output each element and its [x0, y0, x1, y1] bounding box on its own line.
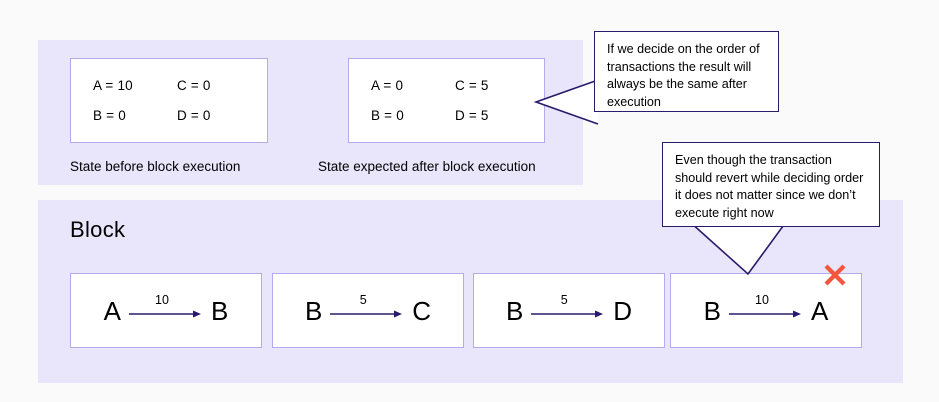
callout-revert: Even though the transaction should rever… [662, 142, 880, 227]
transaction-amount: 5 [560, 292, 568, 307]
right-arrow-icon [729, 310, 801, 317]
state-before-d: D = 0 [177, 107, 211, 123]
transaction-receiver: D [613, 295, 633, 326]
state-after-caption: State expected after block execution [318, 159, 536, 174]
transaction-content: B 10 A [671, 293, 861, 326]
transaction-arrow-group: 10 [727, 293, 805, 324]
transaction-sender: B [505, 295, 524, 326]
transaction-box: B 5 D [473, 273, 665, 348]
transaction-sender: B [703, 295, 721, 326]
transaction-amount: 5 [359, 292, 367, 307]
state-before-c: C = 0 [177, 77, 211, 93]
transaction-content: A 10 B [71, 293, 261, 326]
transaction-arrow-group: 5 [328, 293, 406, 324]
transaction-box: B 5 C [272, 273, 464, 348]
state-before-a: A = 10 [93, 77, 133, 93]
callout-order-tail [533, 79, 599, 125]
state-after-row: A = 0 C = 5 [371, 71, 522, 101]
transaction-receiver: A [811, 295, 829, 326]
red-x-icon [824, 264, 846, 286]
right-arrow-icon [129, 310, 201, 317]
right-arrow-icon [330, 310, 403, 317]
state-before-box: A = 10 C = 0 B = 0 D = 0 [70, 58, 268, 143]
transaction-sender: B [304, 295, 323, 326]
transaction-receiver: B [211, 295, 229, 326]
callout-revert-tail [689, 221, 787, 276]
transaction-amount: 10 [755, 292, 769, 307]
state-before-row: B = 0 D = 0 [93, 101, 245, 131]
transaction-arrow-group: 5 [529, 293, 607, 324]
state-after-box: A = 0 C = 5 B = 0 D = 5 [348, 58, 545, 143]
callout-order: If we decide on the order of transaction… [594, 31, 779, 112]
state-after-d: D = 5 [455, 107, 489, 123]
transaction-box: B 10 A [670, 273, 862, 348]
transaction-content: B 5 C [273, 293, 463, 326]
state-before-row: A = 10 C = 0 [93, 71, 245, 101]
transaction-content: B 5 D [474, 293, 664, 326]
transaction-sender: A [103, 295, 121, 326]
block-panel-title: Block [70, 217, 126, 242]
transaction-amount: 10 [155, 292, 169, 307]
transaction-receiver: C [412, 295, 432, 326]
state-before-caption: State before block execution [70, 159, 241, 174]
callout-revert-text: Even though the transaction should rever… [675, 153, 864, 220]
transaction-box: A 10 B [70, 273, 262, 348]
state-before-b: B = 0 [93, 107, 126, 123]
state-after-b: B = 0 [371, 107, 404, 123]
transaction-arrow-group: 10 [127, 293, 205, 324]
state-after-c: C = 5 [455, 77, 489, 93]
callout-order-text: If we decide on the order of transaction… [607, 42, 760, 109]
state-after-a: A = 0 [371, 77, 404, 93]
state-after-row: B = 0 D = 5 [371, 101, 522, 131]
right-arrow-icon [531, 310, 604, 317]
